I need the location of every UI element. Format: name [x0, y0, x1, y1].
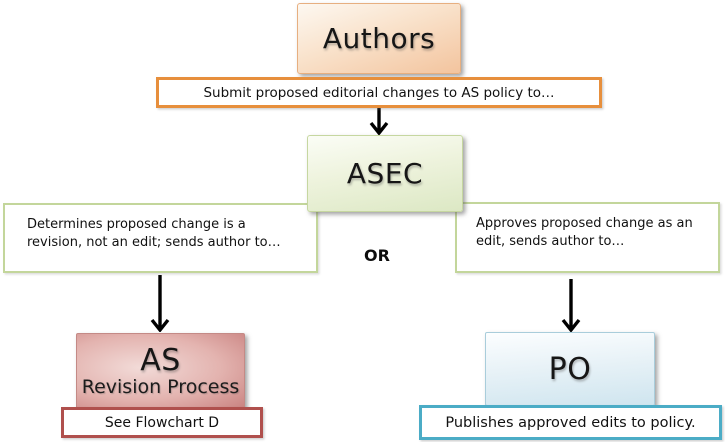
- note-see-flowchart-d-text: See Flowchart D: [104, 414, 220, 431]
- arrow-down-icon: [150, 275, 170, 332]
- node-authors: Authors: [297, 3, 461, 74]
- note-see-flowchart-d: See Flowchart D: [61, 407, 263, 438]
- node-po: PO: [485, 332, 655, 406]
- note-determines-revision: Determines proposed change is a revision…: [3, 203, 318, 273]
- note-publishes-edits: Publishes approved edits to policy.: [419, 405, 722, 440]
- node-asec-label: ASEC: [346, 157, 424, 190]
- node-authors-label: Authors: [322, 22, 436, 55]
- or-label: OR: [364, 246, 390, 265]
- connector-arrow-approves-to-po: [559, 279, 583, 332]
- node-asec: ASEC: [307, 135, 463, 212]
- arrow-down-icon: [369, 107, 389, 135]
- note-publishes-edits-text: Publishes approved edits to policy.: [445, 414, 696, 431]
- node-as-revision-process: AS Revision Process: [76, 333, 245, 410]
- node-as-label: AS: [140, 342, 181, 378]
- arrow-down-icon: [561, 279, 581, 332]
- node-as-sublabel: Revision Process: [81, 376, 240, 399]
- note-approves-edit: Approves proposed change as an edit, sen…: [455, 202, 720, 273]
- connector-arrow-determines-to-as: [148, 275, 172, 332]
- note-determines-revision-text: Determines proposed change is a revision…: [27, 217, 281, 251]
- node-po-label: PO: [548, 351, 592, 387]
- note-approves-edit-text: Approves proposed change as an edit, sen…: [476, 216, 693, 250]
- note-submit-changes-text: Submit proposed editorial changes to AS …: [203, 84, 555, 101]
- note-submit-changes: Submit proposed editorial changes to AS …: [156, 77, 602, 108]
- connector-arrow-authors-to-asec: [367, 107, 391, 135]
